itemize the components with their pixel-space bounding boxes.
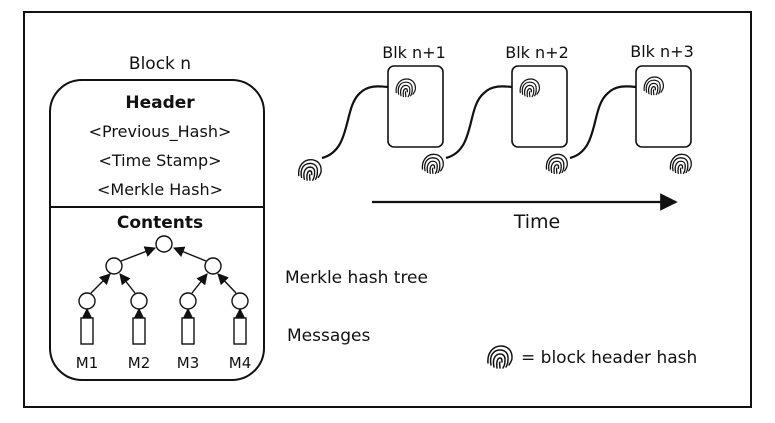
chain-block-label-3: Blk n+3: [630, 42, 694, 61]
message-box: [80, 317, 94, 345]
chain-link: [569, 85, 637, 160]
message-label-m2: M2: [128, 354, 151, 372]
merkle-node: [105, 257, 123, 275]
chain-block-1: [387, 65, 444, 148]
legend-label: = block header hash: [521, 348, 697, 368]
message-box: [132, 317, 146, 345]
chain-block-label-1: Blk n+1: [382, 43, 446, 62]
message-box: [181, 317, 195, 345]
header-field-merkle-hash: <Merkle Hash>: [97, 180, 223, 199]
merkle-tree: [78, 235, 249, 345]
header-field-time-stamp: <Time Stamp>: [98, 151, 221, 170]
time-label: Time: [513, 211, 561, 233]
merkle-root-node: [155, 235, 173, 253]
merkle-leaf-hash: [130, 292, 148, 310]
chain-link: [321, 85, 389, 160]
messages-label: Messages: [287, 326, 371, 346]
chain-block-3: [635, 65, 692, 148]
message-label-m1: M1: [76, 354, 99, 372]
header-field-previous-hash: <Previous_Hash>: [89, 122, 232, 142]
block-n-box: [49, 79, 265, 381]
merkle-node: [204, 257, 222, 275]
message-label-m3: M3: [177, 354, 200, 372]
message-label-m4: M4: [229, 354, 252, 372]
merkle-tree-label: Merkle hash tree: [285, 268, 428, 288]
message-box: [233, 317, 247, 345]
merkle-leaf-hash: [231, 292, 249, 310]
block-title: Block n: [129, 54, 191, 74]
contents-title: Contents: [117, 213, 203, 233]
chain-link: [445, 85, 513, 160]
merkle-leaf-hash: [78, 292, 96, 310]
chain-block-2: [511, 65, 568, 148]
header-title: Header: [125, 93, 195, 113]
merkle-leaf-hash: [179, 292, 197, 310]
chain-block-label-2: Blk n+2: [505, 43, 569, 62]
